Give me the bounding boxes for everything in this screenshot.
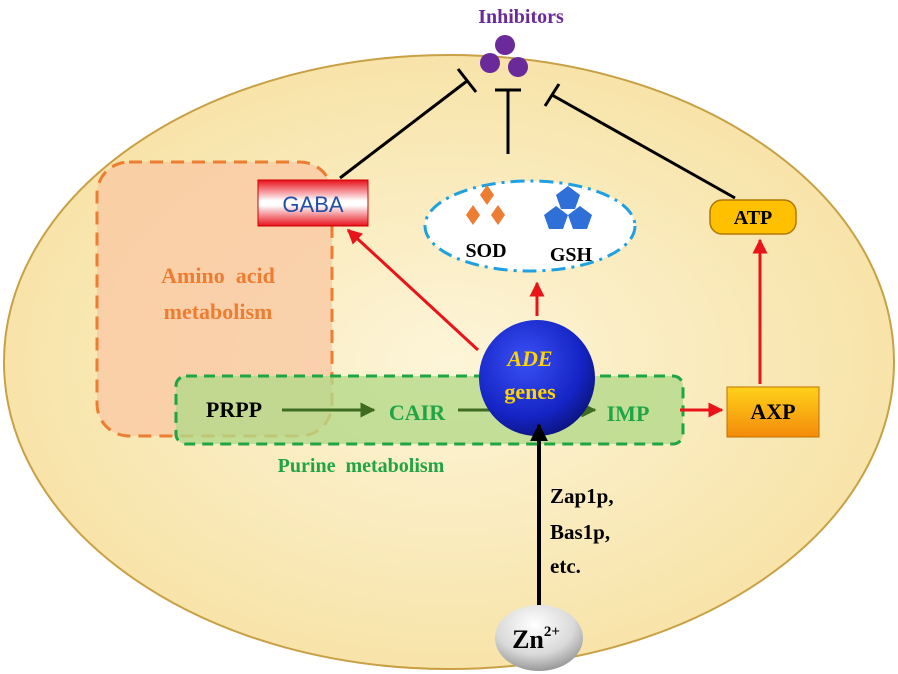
amino-acid-line1: Amino acid [161,263,275,288]
gsh-icon [544,206,568,229]
inhibit-line-atp [551,93,736,200]
cair-label: CAIR [388,400,446,425]
gsh-icon [556,186,580,209]
ade-italic-label: ADE [507,346,553,371]
ade-genes-node [479,320,595,436]
antioxidant-region [423,179,637,273]
sod-icon [466,205,480,225]
inhibit-bar-gaba [456,68,478,93]
inhibitor-molecule [508,57,528,77]
prpp-label: PRPP [205,397,263,422]
atp-box [709,199,797,235]
ade-genes-label: genes [504,379,556,404]
sod-icon [491,205,505,225]
inhibitor-molecule [480,53,500,73]
regulator-etc: etc. [550,554,581,578]
sod-icon [480,185,494,205]
axp-label: AXP [750,399,796,424]
regulator-bas1p: Bas1p, [550,520,611,544]
imp-label: IMP [606,401,650,426]
sod-label: SOD [465,240,507,262]
zinc-symbol: Zn [512,625,544,654]
zinc-label: Zn2+ [512,624,560,654]
inhibit-line-gaba [339,79,468,180]
inhibitors-label: Inhibitors [478,6,564,28]
atp-label: ATP [733,207,773,229]
gaba-box [257,179,369,227]
gaba-label: GABA [282,192,344,217]
amino-acid-line2: metabolism [163,299,273,324]
regulator-zap1p: Zap1p, [550,484,614,508]
arrow-ade-to-gaba [346,228,480,352]
purine-metabolism-label: Purine metabolism [277,455,445,477]
inhibit-bar-atp [543,83,561,107]
zinc-charge: 2+ [543,624,560,640]
axp-box [726,386,820,438]
zinc-node [495,605,583,671]
inhibitor-molecule [495,35,515,55]
amino-acid-region [95,160,334,438]
gsh-label: GSH [549,244,593,266]
gsh-icon [568,206,592,229]
